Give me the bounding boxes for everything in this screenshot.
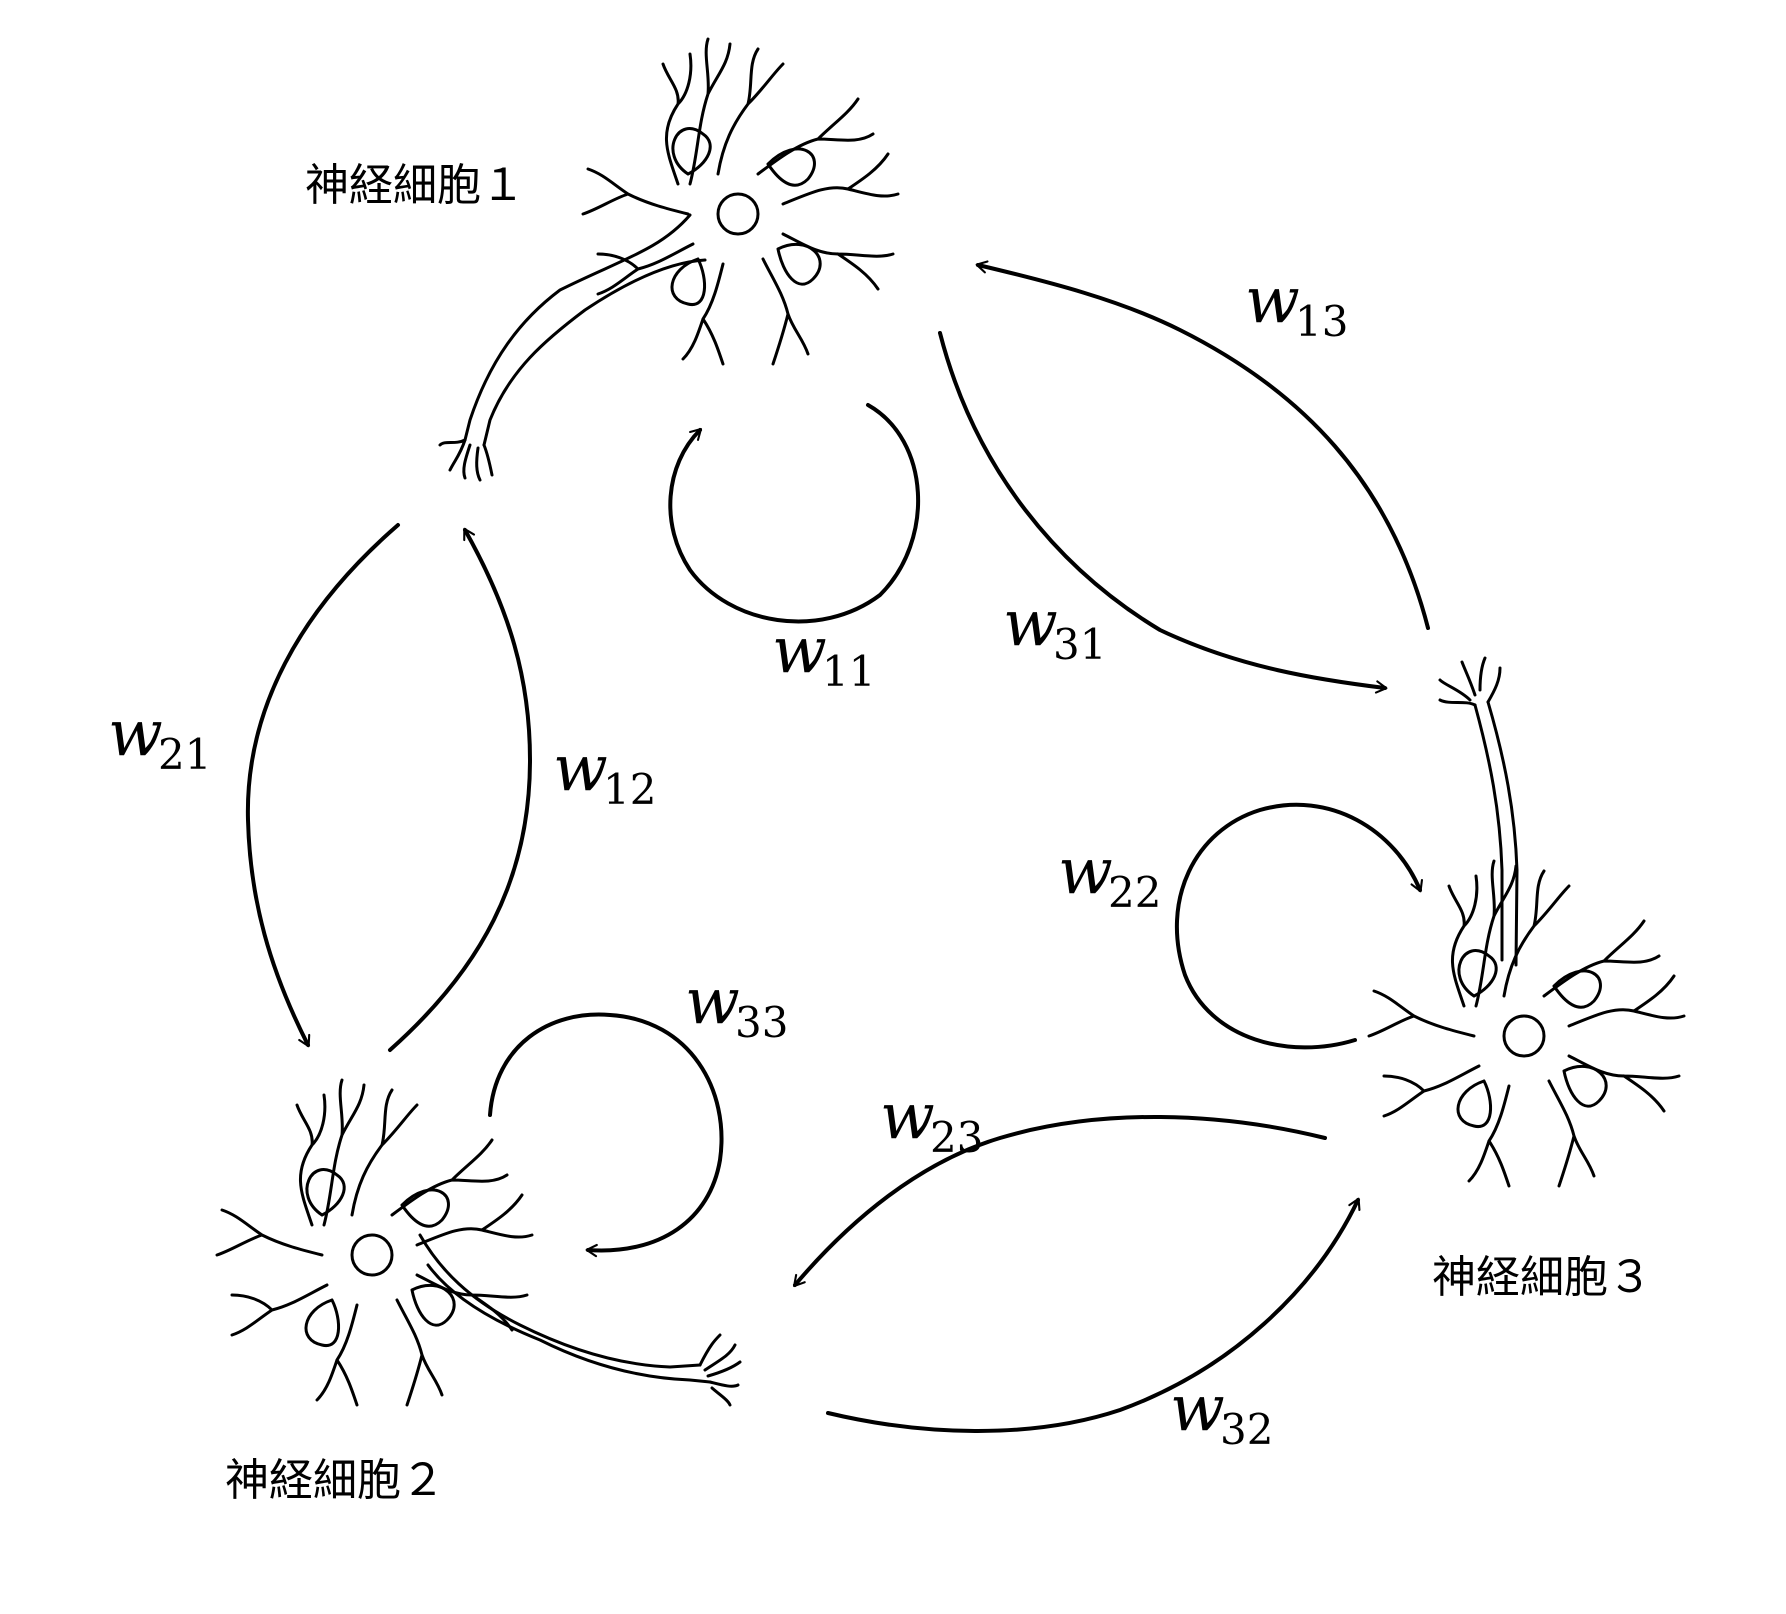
svg-text:w: w — [1245, 264, 1300, 338]
svg-text:w: w — [772, 614, 827, 688]
weight-w22: w 22 — [1058, 835, 1161, 917]
edge-w21 — [245, 523, 400, 1048]
svg-text:23: 23 — [930, 1113, 983, 1162]
edge-w13 — [975, 260, 1430, 630]
neuron-1 — [438, 37, 900, 482]
neuron-2 — [215, 1078, 742, 1407]
svg-text:w: w — [553, 732, 608, 806]
edge-w32 — [826, 1197, 1361, 1433]
weight-w12: w 12 — [553, 732, 656, 814]
neuron-2-label: 神経細胞２ — [225, 1455, 445, 1506]
edge-w31 — [938, 331, 1388, 694]
svg-text:22: 22 — [1108, 868, 1161, 917]
neuron-3 — [1367, 656, 1686, 1188]
weight-w11: w 11 — [772, 614, 875, 696]
weight-w23: w 23 — [880, 1080, 983, 1162]
svg-text:w: w — [108, 697, 163, 771]
svg-text:33: 33 — [735, 998, 788, 1047]
svg-text:w: w — [1003, 587, 1058, 661]
edge-w12 — [388, 527, 533, 1052]
weight-w33: w 33 — [685, 965, 788, 1047]
neuron-1-label: 神経細胞１ — [305, 160, 525, 211]
svg-text:32: 32 — [1220, 1405, 1273, 1454]
edge-w22 — [1175, 802, 1423, 1050]
weight-w13: w 13 — [1245, 264, 1348, 346]
edge-w23 — [793, 1114, 1327, 1288]
edge-w33 — [488, 1012, 724, 1258]
neuron-3-label: 神経細胞３ — [1432, 1252, 1652, 1303]
svg-text:21: 21 — [158, 730, 211, 779]
svg-text:13: 13 — [1295, 297, 1348, 346]
weight-w21: w 21 — [108, 697, 211, 779]
svg-text:w: w — [1170, 1372, 1225, 1446]
weight-w32: w 32 — [1170, 1372, 1273, 1454]
weight-w31: w 31 — [1003, 587, 1106, 669]
svg-text:w: w — [880, 1080, 935, 1154]
svg-text:12: 12 — [603, 765, 656, 814]
svg-text:31: 31 — [1053, 620, 1106, 669]
svg-text:w: w — [685, 965, 740, 1039]
edge-w11 — [668, 403, 920, 624]
svg-text:11: 11 — [822, 647, 875, 696]
svg-text:w: w — [1058, 835, 1113, 909]
